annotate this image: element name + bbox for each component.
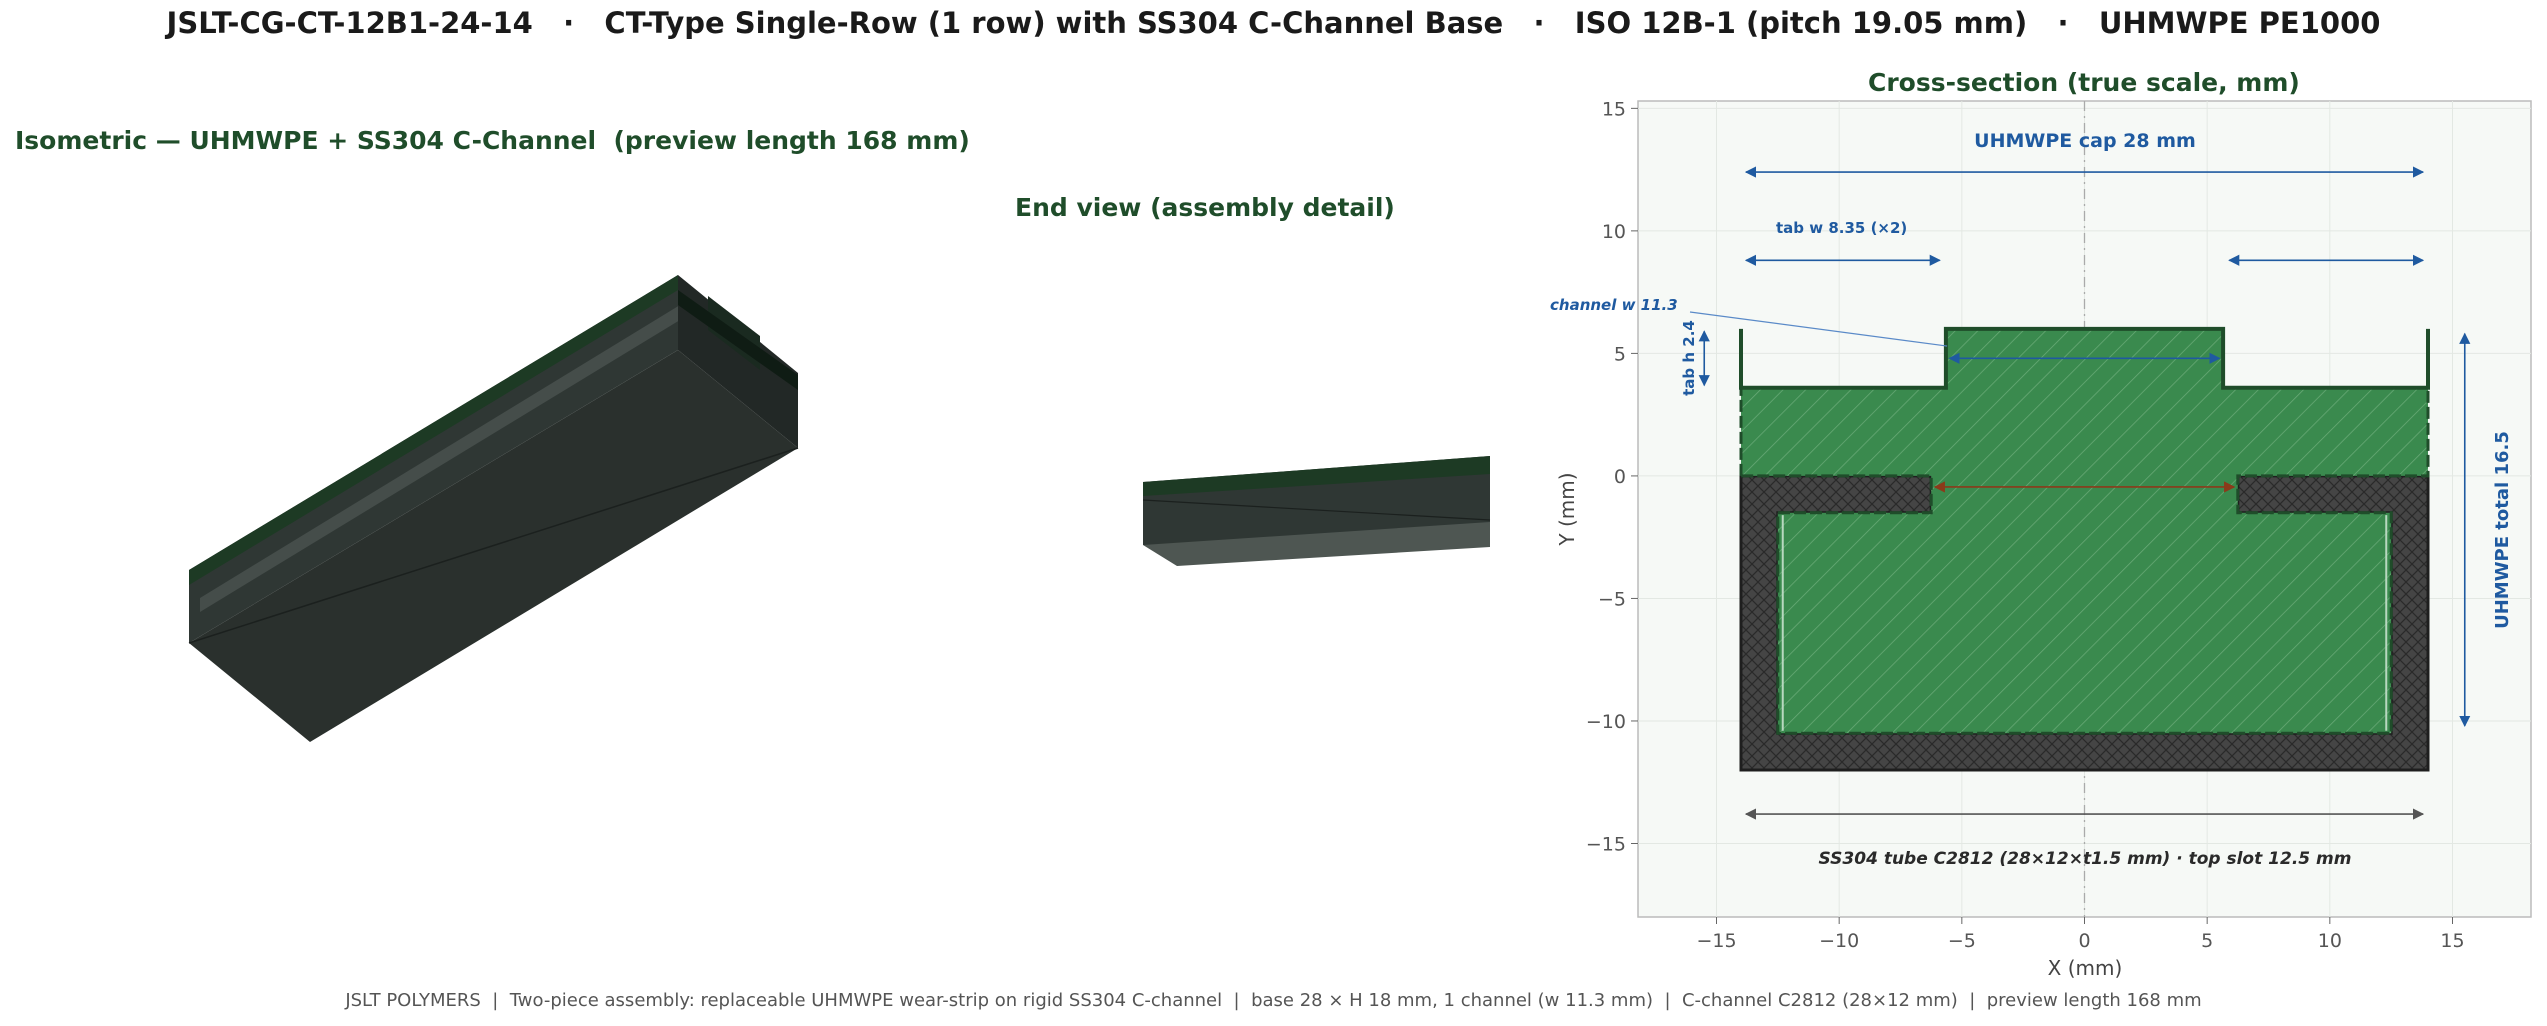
x-tick-label: −10 [1819,930,1859,952]
page-title: JSLT-CG-CT-12B1-24-14 · CT-Type Single-R… [166,6,2381,40]
x-tick-label: 0 [2078,930,2090,952]
end-view-title: End view (assembly detail) [1015,193,1395,222]
channel-width-label: channel w 11.3 [1550,296,1678,314]
x-tick-label: −15 [1696,930,1736,952]
channel-leader-line [1689,311,1948,347]
iso-edge [188,447,799,644]
y-axis-label: Y (mm) [1555,472,1579,546]
tab-height-label: tab h 2.4 [1680,320,1698,396]
y-tick-label: 5 [1614,343,1626,365]
y-tick-label: −15 [1586,833,1626,855]
isometric-title: Isometric — UHMWPE + SS304 C-Channel (pr… [15,126,970,155]
tab-width-label: tab w 8.35 (×2) [1776,219,1907,237]
end-view-edge [1142,499,1491,521]
iso-top-strip [189,275,678,585]
footer-caption: JSLT POLYMERS | Two-piece assembly: repl… [345,990,2202,1011]
cap-label: UHMWPE cap 28 mm [1974,130,2196,152]
iso-rail-top [678,290,798,390]
x-tick-label: 15 [2440,930,2464,952]
total-height-label: UHMWPE total 16.5 [2492,431,2513,629]
uhmwpe-strip [1739,327,2430,735]
y-tick-label: −10 [1586,711,1626,733]
cross-section-title: Cross-section (true scale, mm) [1868,68,2300,97]
end-view-strip [1143,456,1490,496]
y-tick-label: 10 [1602,221,1626,243]
tube-label: SS304 tube C2812 (28×12×t1.5 mm) · top s… [1819,849,2352,869]
y-tick-label: 0 [1614,466,1626,488]
profile-outline [1739,326,2430,390]
x-tick-label: −5 [1948,930,1976,952]
end-view [1142,456,1491,566]
end-view-bottom [1143,522,1490,566]
y-tick-label: −5 [1598,588,1626,610]
y-tick-label: 15 [1602,98,1626,120]
x-tick-label: 5 [2201,930,2213,952]
isometric-view [188,275,799,742]
x-tick-label: 10 [2318,930,2342,952]
iso-groove [200,305,680,612]
x-axis-label: X (mm) [2048,956,2123,980]
